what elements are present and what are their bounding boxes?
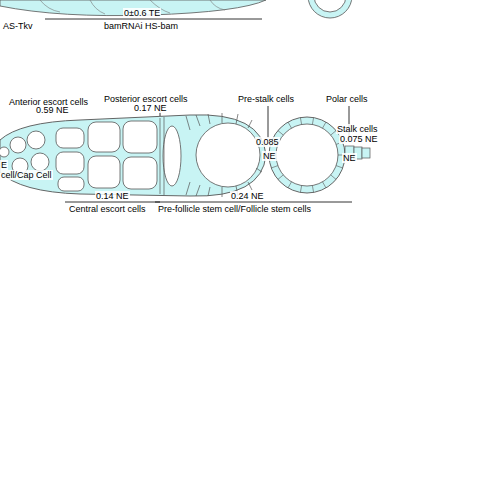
measurement: 0±0.6 TE bbox=[123, 8, 161, 18]
cell-boundary bbox=[336, 166, 343, 168]
region-label: Pre-stalk cells bbox=[237, 94, 295, 104]
follicle-cell-lines bbox=[269, 118, 345, 193]
region-label: E bbox=[0, 160, 8, 170]
cell-boundary bbox=[331, 175, 336, 179]
cell-boundary bbox=[278, 131, 283, 135]
measurement: 0.59 NE bbox=[35, 105, 70, 115]
cell-boundary bbox=[271, 166, 278, 168]
region-label: Central escort cells bbox=[68, 204, 147, 214]
condition-label: AS-Tkv bbox=[2, 21, 34, 31]
condition-label: bamRNAi HS-bam bbox=[103, 21, 179, 31]
bracket-line bbox=[45, 19, 262, 20]
cell-boundary bbox=[312, 118, 313, 125]
measurement: 0.24 NE bbox=[230, 191, 265, 201]
germarium-outline bbox=[0, 115, 266, 196]
measurement: NE bbox=[262, 151, 277, 161]
partial-egg-chamber bbox=[308, 0, 352, 18]
region-label: Polar cells bbox=[325, 94, 369, 104]
cell-boundary bbox=[323, 182, 327, 188]
region-label: Stalk cells bbox=[336, 124, 379, 134]
cell-boundary bbox=[288, 122, 292, 128]
measurement: NE bbox=[342, 153, 357, 163]
measurement: 0.17 NE bbox=[133, 103, 168, 113]
cell-boundary bbox=[300, 186, 301, 193]
measurement: 0.075 NE bbox=[339, 134, 379, 144]
cell-boundary bbox=[288, 182, 292, 188]
follicle-cell-lines bbox=[160, 113, 262, 197]
region-label: Pre-follicle stem cell/Follicle stem cel… bbox=[157, 204, 312, 214]
leader-lines bbox=[65, 106, 352, 202]
cell-boundary bbox=[278, 175, 283, 179]
cell-boundary bbox=[323, 122, 327, 128]
measurement: 0.085 bbox=[255, 137, 280, 147]
cell-boundary bbox=[300, 118, 301, 125]
region-label: cell/Cap Cell bbox=[0, 170, 53, 180]
egg-chamber bbox=[269, 117, 345, 193]
measurement: 0.14 NE bbox=[95, 191, 130, 201]
cell-boundary bbox=[312, 186, 313, 193]
germ-cells bbox=[0, 121, 260, 191]
